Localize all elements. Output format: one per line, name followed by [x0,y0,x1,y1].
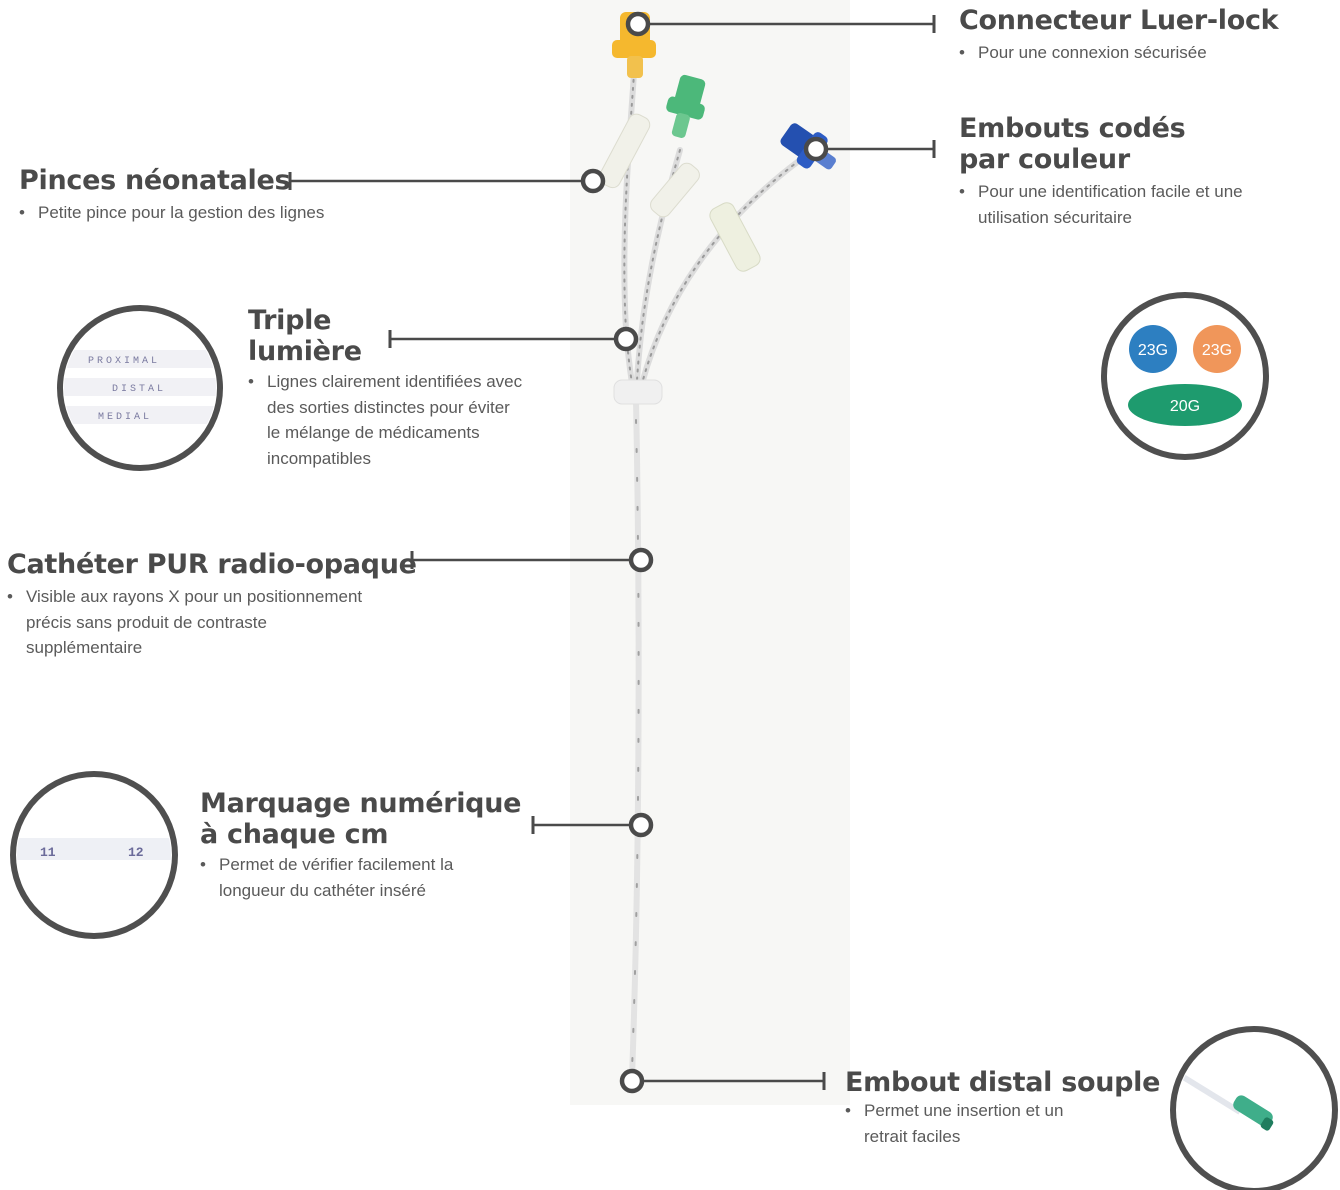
callout-title-line1: Triple [248,305,332,336]
callout-bullet: Pour une connexion sécurisée [959,40,1298,66]
lumen-label-medial: MEDIAL [98,412,152,423]
callout-title-line1: Marquage numérique [200,788,522,819]
callout-title-line2: par couleur [959,144,1130,175]
gauge-label-2: 23G [1202,342,1232,359]
medial-line-marks [637,159,801,401]
callout-title-line2: lumière [248,336,362,367]
callout-bullet: Permet une insertion et un retrait facil… [845,1098,1094,1149]
callout-bullet: Petite pince pour la gestion des lignes [19,200,398,226]
callout-pinces: Pinces néonatales Petite pince pour la g… [19,165,398,226]
callout-title-line2: à chaque cm [200,819,389,850]
lumen-label-proximal: PROXIMAL [88,356,160,367]
callout-triple: Triple lumière Lignes clairement identif… [248,305,525,471]
callout-title: Pinces néonatales [19,165,291,196]
gauge-dot-orange [1193,325,1241,373]
callout-bullet: Visible aux rayons X pour un positionnem… [7,584,376,661]
clamp-right [709,202,761,272]
proximal-line-marks [623,39,637,401]
mark-number-11: 11 [40,845,56,860]
leader-embouts [803,136,936,162]
callout-embouts: Embouts codés par couleur Pour une ident… [959,113,1278,230]
callout-title: Embout distal souple [845,1067,1161,1098]
gauge-ellipse-green [1128,384,1242,426]
leader-luer [625,11,936,37]
leader-marquage [531,812,654,838]
marking-inset: 11 12 [10,771,178,939]
callout-title: Connecteur Luer-lock [959,5,1279,36]
clamp-middle [650,162,700,218]
leader-distal [619,1068,826,1094]
lumen-inset: PROXIMAL DISTAL MEDIAL [57,305,223,471]
lumen-label-distal: DISTAL [112,384,166,395]
distal-tip-inset [1170,1026,1338,1190]
callout-bullet: Lignes clairement identifiées avec des s… [248,369,525,471]
distal-line-marks [635,149,681,401]
callout-luer-lock: Connecteur Luer-lock Pour une connexion … [959,5,1298,66]
leader-pinces [288,168,606,194]
callout-marquage: Marquage numérique à chaque cm Permet de… [200,788,521,903]
leader-pur [410,547,654,573]
gauge-dot-blue [1129,325,1177,373]
callout-title-line1: Embouts codés [959,113,1186,144]
callout-bullet: Pour une identification facile et une ut… [959,179,1278,230]
callout-bullet: Permet de vérifier facilement la longueu… [200,852,499,903]
callout-leaders [288,11,936,1094]
callout-pur: Cathéter PUR radio-opaque Visible aux ra… [7,549,417,661]
clamp-left [598,113,651,189]
callout-distal: Embout distal souple Permet une insertio… [845,1067,1160,1149]
green-connector [666,74,706,138]
gauge-label-1: 23G [1138,342,1168,359]
clamps [598,113,761,272]
callout-title: Cathéter PUR radio-opaque [7,549,417,580]
catheter-hub [613,379,663,405]
gauge-label-3: 20G [1170,398,1200,415]
mark-number-12: 12 [128,845,144,860]
gauge-inset: 23G 23G 20G [1101,292,1269,460]
leader-triple [388,326,639,352]
catheter-shaft [629,397,642,1081]
